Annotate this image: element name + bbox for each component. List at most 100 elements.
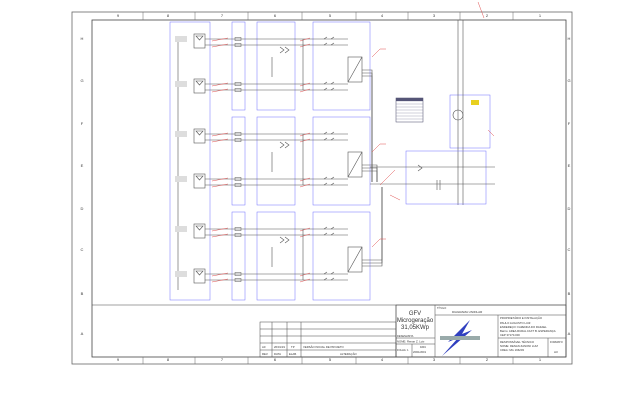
dc-protection-box xyxy=(256,116,296,206)
pv-module-symbol xyxy=(193,223,206,239)
cable-note xyxy=(211,43,229,48)
fuse-icon xyxy=(234,82,242,86)
diode-icon xyxy=(195,270,204,276)
ac-conductor xyxy=(362,170,378,182)
owner-address: ENDEREÇO: FAZENDA DO RAFAEL xyxy=(500,325,547,329)
author-header: ELAB. xyxy=(289,352,297,356)
row-label: G xyxy=(567,78,570,83)
utility-label xyxy=(471,100,479,105)
pv-module-symbol xyxy=(193,33,206,49)
designer-label: DESENHISTA xyxy=(397,334,414,338)
cable-note xyxy=(299,37,311,42)
switch-icon xyxy=(323,277,335,281)
ac-conductor xyxy=(362,164,378,182)
module-label xyxy=(175,176,187,182)
row-label: H xyxy=(81,36,84,41)
ac-cable-note xyxy=(371,143,386,153)
date-label: DATA xyxy=(420,346,426,349)
ac-conductor xyxy=(362,187,383,264)
inverter-symbol xyxy=(347,151,363,178)
column-label: 1 xyxy=(539,357,542,362)
legend-header xyxy=(396,98,423,101)
cable-note xyxy=(299,183,311,188)
inverter-diagonal xyxy=(347,246,363,273)
cable-note xyxy=(299,132,311,137)
fuse-icon xyxy=(234,43,242,47)
column-label: 6 xyxy=(274,357,277,362)
column-label: 8 xyxy=(167,357,170,362)
owner-cep: CEP 37170-000 xyxy=(500,333,520,337)
dps-icon xyxy=(436,180,441,190)
row-label: B xyxy=(568,291,571,296)
module-label xyxy=(175,81,187,87)
cable-note xyxy=(299,138,311,143)
switch-icon xyxy=(323,36,335,40)
owner-label: PROPRIETÁRIO E INSTALAÇÃO xyxy=(500,315,543,320)
date-header: DATA xyxy=(274,352,281,356)
system-line1: GFV xyxy=(409,311,421,317)
row-label: E xyxy=(568,163,571,168)
owner-name: PAULO AUGUSTO LUIZ xyxy=(500,321,531,325)
column-label: 3 xyxy=(433,357,436,362)
title-block xyxy=(92,304,567,358)
switch-icon xyxy=(323,87,335,91)
fuse-icon xyxy=(234,37,242,41)
inverter-group xyxy=(175,187,386,301)
ac-cable-note xyxy=(371,238,386,248)
diode-icon xyxy=(195,175,204,181)
pv-module-symbol xyxy=(193,268,206,284)
cable-note xyxy=(211,82,229,87)
row-label: E xyxy=(81,163,84,168)
format-label: FORMATO xyxy=(550,340,563,344)
cable-note xyxy=(211,132,229,137)
designer-name: NOME: Renan Z. Luiz xyxy=(397,340,425,344)
fuse-icon xyxy=(234,227,242,231)
column-label: 8 xyxy=(167,13,170,18)
surge-protector-icon xyxy=(271,236,290,267)
title-label: TÍTULO xyxy=(437,306,446,310)
row-label: G xyxy=(80,78,83,83)
column-label: 2 xyxy=(486,13,489,18)
row-label: D xyxy=(81,206,84,211)
cable-note xyxy=(211,227,229,232)
module-label xyxy=(175,36,187,42)
cable-note xyxy=(211,37,229,42)
tech-crea: CREA: MG 196203 xyxy=(500,348,524,352)
inverter-diagonal xyxy=(347,56,363,83)
switch-icon xyxy=(323,232,335,236)
cable-note xyxy=(299,43,311,48)
switch-icon xyxy=(323,176,335,180)
row-label: H xyxy=(568,36,571,41)
column-label: 7 xyxy=(221,357,224,362)
module-label xyxy=(175,271,187,277)
title-block-text: GFV Microgeração 31,05KWp TÍTULO DIAGRAM… xyxy=(262,306,563,356)
annotation-leaders xyxy=(379,1,495,201)
outer-frame xyxy=(71,11,573,365)
ac-conductor xyxy=(362,187,383,261)
pv-module-symbol xyxy=(193,78,206,94)
breaker-icon xyxy=(417,164,423,172)
switch-icon xyxy=(323,271,335,275)
surge-protector-icon xyxy=(271,141,290,172)
row-label: C xyxy=(81,247,84,252)
inverter-group xyxy=(175,116,386,206)
inverter-box xyxy=(312,116,371,206)
cable-note xyxy=(211,233,229,238)
system-line3: 31,05KWp xyxy=(401,325,430,331)
change-header: ALTERAÇÃO xyxy=(340,351,358,356)
cable-note xyxy=(299,278,311,283)
column-label: 4 xyxy=(381,357,384,362)
fuse-icon xyxy=(234,138,242,142)
fuse-icon xyxy=(234,88,242,92)
inverter-diagonal xyxy=(347,151,363,178)
cable-note xyxy=(211,177,229,182)
column-label: 2 xyxy=(486,357,489,362)
switch-icon xyxy=(323,131,335,135)
ac-conductor xyxy=(362,167,378,182)
ac-conductor xyxy=(362,187,383,267)
row-label: A xyxy=(568,331,571,336)
ac-cable-note xyxy=(371,48,386,58)
cable-note xyxy=(211,278,229,283)
